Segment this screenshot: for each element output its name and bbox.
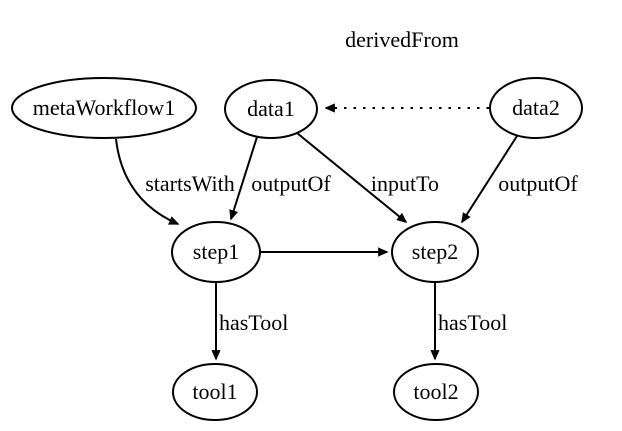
- node-step2: step2: [391, 221, 479, 283]
- node-metaworkflow1-shape: [11, 77, 197, 139]
- node-tool2-shape: [393, 363, 479, 421]
- edge-has-tool-2: hasTool: [430, 282, 507, 361]
- node-step1-shape: [171, 221, 261, 283]
- edge-input-to-line: [296, 132, 408, 223]
- node-tool1-shape: [172, 363, 258, 421]
- node-step1: step1: [171, 221, 261, 283]
- edge-label-derived-from: derivedFrom: [345, 27, 459, 52]
- node-tool1-label: tool1: [192, 379, 237, 404]
- edge-starts-with-line: [115, 138, 180, 225]
- node-data1-label: data1: [247, 96, 295, 121]
- edge-label-has-tool-2: hasTool: [438, 310, 507, 335]
- edge-label-has-tool-1: hasTool: [219, 310, 288, 335]
- node-tool2-label: tool2: [413, 379, 458, 404]
- node-step2-label: step2: [412, 239, 458, 264]
- node-metaworkflow1: metaWorkflow1: [11, 77, 197, 139]
- edge-label-output-of-2: outputOf: [498, 171, 578, 196]
- edge-label-input-to: inputTo: [371, 171, 439, 196]
- edge-output-of-2-line: [461, 135, 518, 224]
- edge-has-tool-1: hasTool: [211, 282, 288, 361]
- node-tool1: tool1: [172, 363, 258, 421]
- edge-label-starts-with: startsWith: [145, 171, 235, 196]
- node-data1: data1: [224, 79, 318, 139]
- node-metaworkflow1-label: metaWorkflow1: [33, 95, 175, 120]
- edge-label-output-of-1: outputOf: [251, 171, 331, 196]
- node-step2-shape: [391, 221, 479, 283]
- edge-derived-from: derivedFrom: [324, 27, 489, 113]
- edge-output-of-1-line: [229, 136, 258, 221]
- node-data2-label: data2: [512, 95, 560, 120]
- node-data2: data2: [489, 77, 583, 139]
- node-data1-shape: [224, 79, 318, 139]
- node-step1-label: step1: [193, 239, 239, 264]
- edge-input-to: inputTo: [296, 132, 439, 223]
- edge-output-of-1: outputOf: [229, 136, 331, 221]
- edge-starts-with: startsWith: [115, 138, 235, 225]
- node-data2-shape: [489, 77, 583, 139]
- node-tool2: tool2: [393, 363, 479, 421]
- edge-output-of-2: outputOf: [461, 135, 578, 224]
